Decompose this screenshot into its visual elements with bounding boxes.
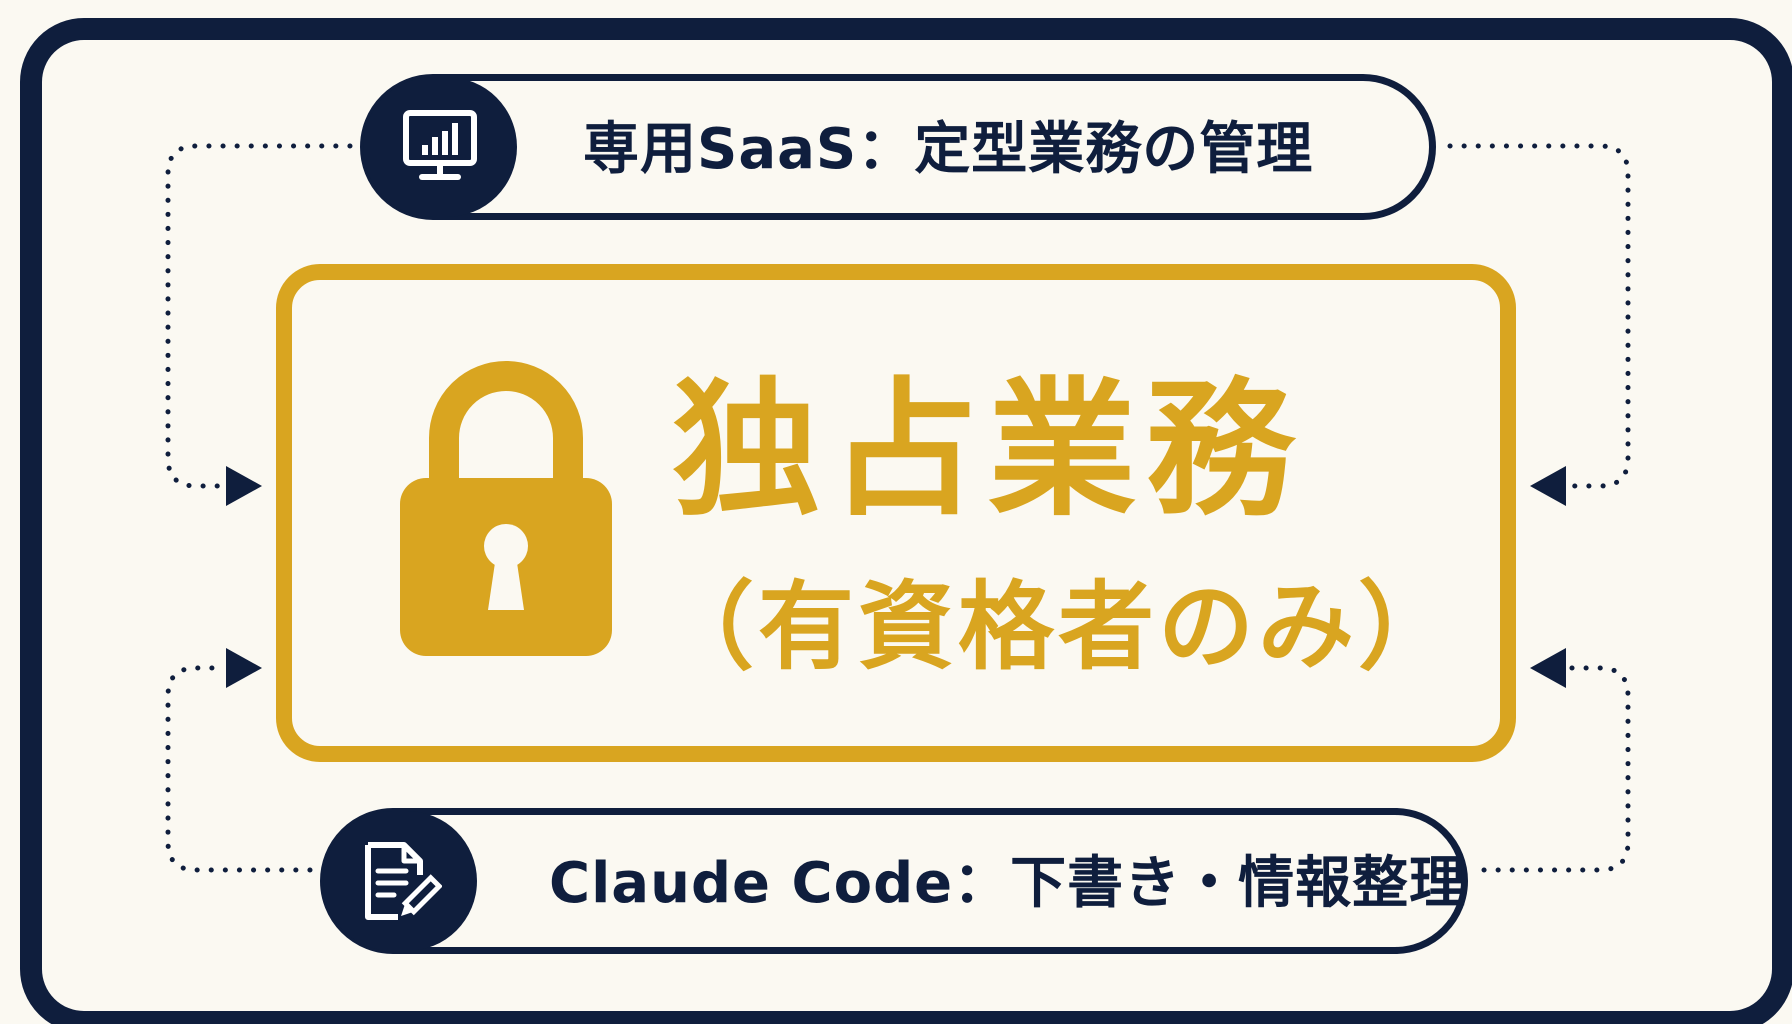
center-title: 独占業務 (672, 364, 1304, 536)
arrowhead-top-right (1530, 466, 1566, 506)
arrowhead-bottom-left (226, 648, 262, 688)
lock-container (396, 360, 616, 660)
bottom-pill-label: Claude Code：下書き・情報整理 (549, 851, 1467, 916)
monitor-chart-icon (403, 110, 477, 180)
bottom-pill-icon-badge (323, 811, 477, 951)
bottom-pill-claude-code: Claude Code：下書き・情報整理 (320, 808, 1468, 954)
top-pill-icon-badge (363, 77, 517, 217)
exclusive-work-box: 独占業務 （有資格者のみ） (276, 264, 1516, 762)
arrowhead-bottom-right (1530, 648, 1566, 688)
padlock-icon (400, 361, 612, 656)
document-pencil-icon (365, 842, 442, 920)
connector-top-right (1447, 143, 1631, 489)
connector-bottom-right (1481, 665, 1631, 873)
connector-bottom-left (165, 665, 313, 873)
top-pill-label: 専用SaaS：定型業務の管理 (583, 117, 1314, 182)
center-subtitle: （有資格者のみ） (658, 571, 1458, 683)
arrowhead-top-left (226, 466, 262, 506)
top-pill-saas: 専用SaaS：定型業務の管理 (360, 74, 1436, 220)
